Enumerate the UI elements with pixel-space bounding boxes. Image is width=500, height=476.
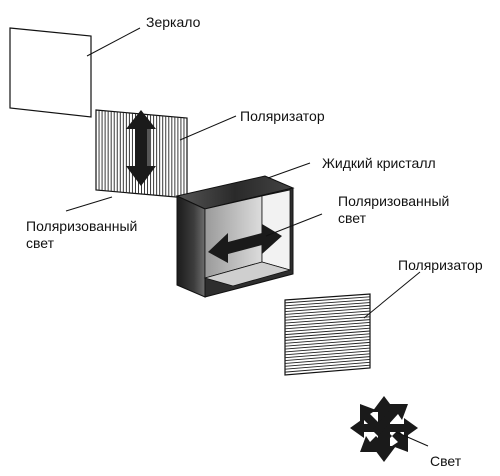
liquid-crystal-label: Жидкий кристалл xyxy=(322,155,436,171)
bottom-polarizer-panel xyxy=(284,293,371,376)
polarizer-hatch-line xyxy=(284,353,371,362)
liquid-crystal-leader-line xyxy=(267,162,311,179)
top-polarizer-panel xyxy=(95,109,188,199)
liquid-crystal-block xyxy=(175,175,295,298)
polarizer-hatch-line xyxy=(284,327,371,336)
left-polarized-light-label-line2: свет xyxy=(26,235,55,251)
polarizer-hatch-line xyxy=(284,339,371,347)
polarizer-hatch-line xyxy=(284,361,371,370)
polarizer-hatch-line xyxy=(284,319,371,327)
polarizer-hatch-line xyxy=(284,324,371,333)
polarizer-hatch-line xyxy=(284,356,371,364)
polarizer-hatch-line xyxy=(284,364,371,373)
unpolarized-light-arrows-icon xyxy=(350,396,418,462)
polarizer-hatch-line xyxy=(284,310,371,318)
light-label: Свет xyxy=(430,453,462,469)
right-polarized-light-label-line1: Поляризованный xyxy=(338,193,449,209)
polarizer-hatch-line xyxy=(284,347,371,356)
polarizer-hatch-line xyxy=(284,296,371,304)
left-polarized-light-label-line1: Поляризованный xyxy=(26,218,137,234)
polarizer-hatch-line xyxy=(284,302,371,310)
bottom-polarizer-leader-line xyxy=(363,271,421,319)
polarizer-hatch-line xyxy=(284,304,371,312)
polarizer-hatch-line xyxy=(284,333,371,341)
polarizer-hatch-line xyxy=(284,336,371,344)
top-polarizer-label: Поляризатор xyxy=(240,108,325,124)
polarizer-hatch-line xyxy=(284,313,371,321)
polarizer-hatch-line xyxy=(284,344,371,353)
right-polarized-light-label-line2: свет xyxy=(338,210,367,226)
polarizer-hatch-line xyxy=(284,341,371,350)
polarizer-hatch-line xyxy=(284,316,371,324)
top-polarizer-leader-line xyxy=(179,115,237,141)
horizontal-polarization-arrow-icon xyxy=(208,224,282,263)
vertical-polarization-arrow-icon xyxy=(126,110,156,186)
polarizer-hatch-line xyxy=(284,350,371,359)
polarizer-hatch-line xyxy=(284,322,371,330)
light-leader-line xyxy=(395,431,429,447)
mirror-label: Зеркало xyxy=(146,14,201,30)
polarizer-hatch-line xyxy=(284,299,371,307)
bottom-polarizer-label: Поляризатор xyxy=(398,257,483,273)
mirror-leader-line xyxy=(86,27,141,57)
left-polarized-light-leader-line xyxy=(65,196,113,212)
polarizer-hatch-line xyxy=(284,330,371,338)
polarizer-hatch-line xyxy=(284,307,371,315)
mirror-panel xyxy=(9,27,92,118)
polarizer-hatch-line xyxy=(284,359,371,367)
right-polarized-light-leader-line xyxy=(265,213,323,237)
